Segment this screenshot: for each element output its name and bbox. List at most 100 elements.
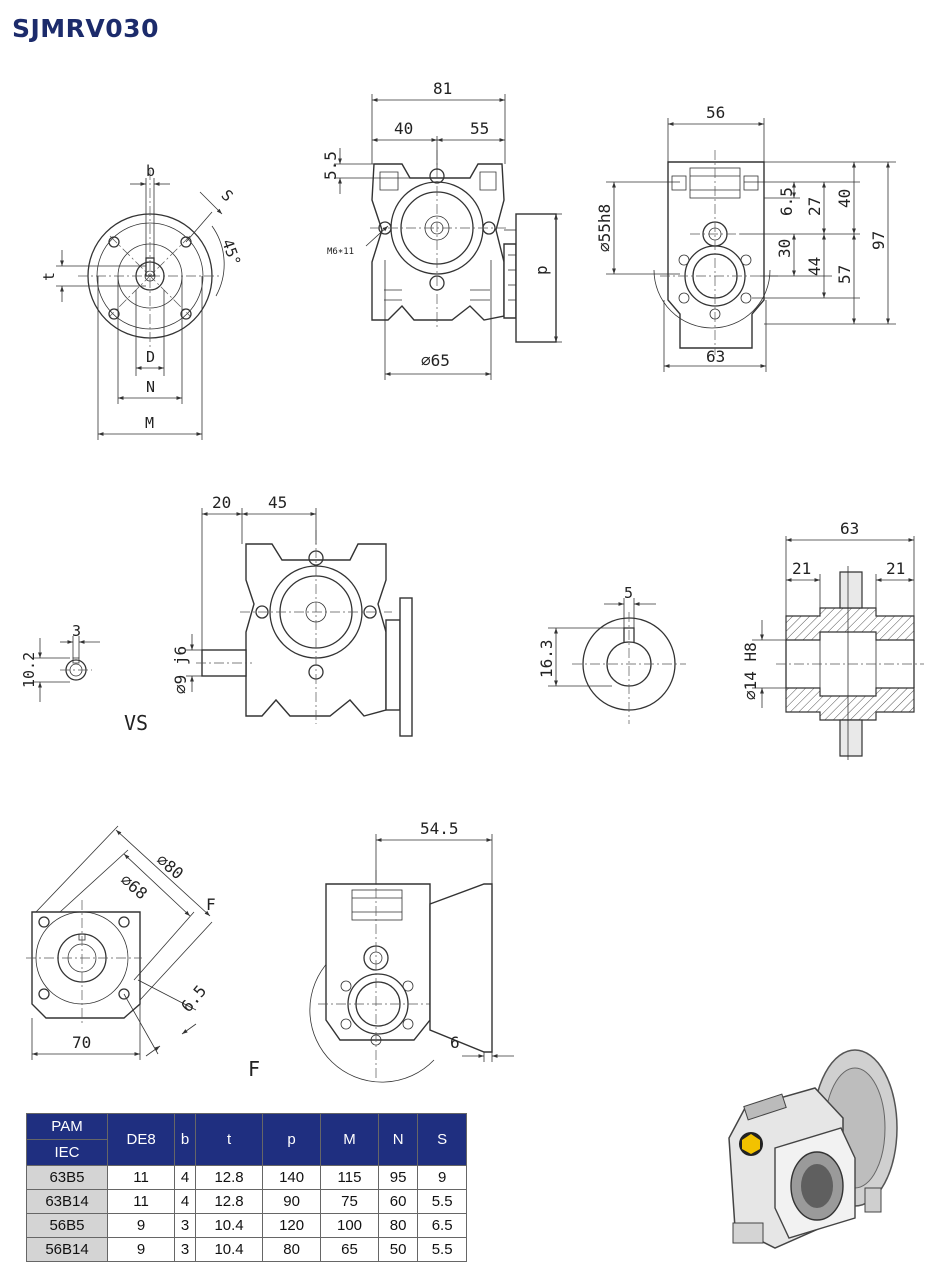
table-cell: 140 xyxy=(262,1165,322,1190)
dim-70: 70 xyxy=(72,1033,91,1052)
table-cell: 90 xyxy=(262,1189,322,1214)
dim-54-5: 54.5 xyxy=(420,819,459,838)
dim-5-5: 5.5 xyxy=(321,151,340,180)
table-cell: 3 xyxy=(174,1237,196,1262)
thread-label: M6∗11 xyxy=(327,247,354,257)
dim-D: D xyxy=(146,348,155,366)
dim-d80: ∅80 xyxy=(153,850,187,883)
table-cell: 10.4 xyxy=(194,1213,264,1238)
f-label: F xyxy=(248,1057,260,1081)
dim-81: 81 xyxy=(433,79,452,98)
table-cell: 9 xyxy=(417,1165,467,1190)
table-cell-pam: 63B5 xyxy=(26,1165,108,1190)
table-cell: 115 xyxy=(320,1165,379,1190)
table-cell: 65 xyxy=(320,1237,379,1262)
gearbox-photo-icon xyxy=(728,1049,898,1249)
f-flange-view: ∅80 ∅68 F 6.5 70 xyxy=(26,825,216,1060)
dim-t: t xyxy=(40,272,58,281)
header-m: M xyxy=(320,1113,379,1166)
dim-10-2: 10.2 xyxy=(20,652,38,688)
dim-d65: ∅65 xyxy=(421,351,450,370)
table-cell: 50 xyxy=(377,1237,419,1262)
table-cell: 11 xyxy=(106,1165,176,1190)
dim-56: 56 xyxy=(706,103,725,122)
spec-table: PAM DE8 b t p M N S IEC 63B5 11 4 12.8 1… xyxy=(26,1113,467,1262)
side-view: 56 ∅55h8 6.5 27 40 30 44 57 97 63 xyxy=(595,103,896,372)
table-cell: 10.4 xyxy=(194,1237,264,1262)
dim-21a: 21 xyxy=(792,559,811,578)
table-cell: 12.8 xyxy=(194,1189,264,1214)
table-cell: 120 xyxy=(262,1213,322,1238)
dim-57: 57 xyxy=(835,265,854,284)
dim-27: 27 xyxy=(805,197,824,216)
dim-6-5: 6.5 xyxy=(777,187,796,216)
table-cell-pam: 56B5 xyxy=(26,1213,108,1238)
table-row: 56B14 9 3 10.4 80 65 50 5.5 xyxy=(26,1237,467,1262)
f-flange-label: F xyxy=(206,895,216,914)
dim-d14h8: ∅14 H8 xyxy=(741,642,760,700)
header-de8: DE8 xyxy=(106,1113,176,1166)
dim-16-3: 16.3 xyxy=(537,639,556,678)
section-view: 63 21 21 ∅14 H8 xyxy=(741,519,924,760)
dim-21b: 21 xyxy=(886,559,905,578)
table-cell-pam: 56B14 xyxy=(26,1237,108,1262)
table-cell-pam: 63B14 xyxy=(26,1189,108,1214)
dim-angle: 45° xyxy=(218,237,244,269)
flange-view: b S 45° t D N M xyxy=(40,162,244,440)
table-cell: 5.5 xyxy=(417,1237,467,1262)
table-cell: 100 xyxy=(320,1213,379,1238)
table-cell: 5.5 xyxy=(417,1189,467,1214)
dim-s: S xyxy=(218,186,237,205)
dim-6: 6 xyxy=(450,1033,460,1052)
dim-97: 97 xyxy=(869,231,888,250)
f-side-view: 54.5 6 xyxy=(309,819,514,1083)
dim-30: 30 xyxy=(775,239,794,258)
front-view: 81 40 55 5.5 M6∗11 ∅65 p xyxy=(321,79,562,380)
header-pam: PAM xyxy=(26,1113,108,1140)
dim-63s: 63 xyxy=(706,347,725,366)
vs-front-view: 20 45 ∅9 j6 xyxy=(171,493,413,737)
table-cell: 6.5 xyxy=(417,1213,467,1238)
header-n: N xyxy=(377,1113,419,1166)
dim-45: 45 xyxy=(268,493,287,512)
table-cell: 9 xyxy=(106,1213,176,1238)
dim-M: M xyxy=(145,414,154,432)
dim-p: p xyxy=(532,265,551,275)
header-b: b xyxy=(174,1113,196,1166)
table-cell: 12.8 xyxy=(194,1165,264,1190)
table-cell: 4 xyxy=(174,1189,196,1214)
dim-key5: 5 xyxy=(624,584,633,602)
table-cell: 75 xyxy=(320,1189,379,1214)
dim-6-5f: 6.5 xyxy=(177,981,210,1015)
table-cell: 11 xyxy=(106,1189,176,1214)
dim-55: 55 xyxy=(470,119,489,138)
dim-key3: 3 xyxy=(72,622,81,640)
table-cell: 4 xyxy=(174,1165,196,1190)
page-title: SJMRV030 xyxy=(12,14,159,43)
dim-d55h8: ∅55h8 xyxy=(595,204,614,252)
dim-63sec: 63 xyxy=(840,519,859,538)
table-cell: 60 xyxy=(377,1189,419,1214)
header-p: p xyxy=(262,1113,322,1166)
vs-key-view: 3 10.2 xyxy=(20,622,100,702)
table-row: 63B5 11 4 12.8 140 115 95 9 xyxy=(26,1165,467,1190)
dim-b: b xyxy=(146,162,155,180)
vs-label: VS xyxy=(124,711,148,735)
dim-N: N xyxy=(146,378,155,396)
table-cell: 9 xyxy=(106,1237,176,1262)
table-cell: 80 xyxy=(262,1237,322,1262)
dim-40v: 40 xyxy=(835,189,854,208)
header-t: t xyxy=(194,1113,264,1166)
header-iec: IEC xyxy=(26,1139,108,1166)
header-s: S xyxy=(417,1113,467,1166)
dim-20: 20 xyxy=(212,493,231,512)
dim-40: 40 xyxy=(394,119,413,138)
dim-d9j6: ∅9 j6 xyxy=(171,646,190,694)
dim-44: 44 xyxy=(805,257,824,276)
table-cell: 80 xyxy=(377,1213,419,1238)
table-row: 63B14 11 4 12.8 90 75 60 5.5 xyxy=(26,1189,467,1214)
table-cell: 95 xyxy=(377,1165,419,1190)
table-cell: 3 xyxy=(174,1213,196,1238)
keyway-view: 5 16.3 xyxy=(537,584,686,724)
